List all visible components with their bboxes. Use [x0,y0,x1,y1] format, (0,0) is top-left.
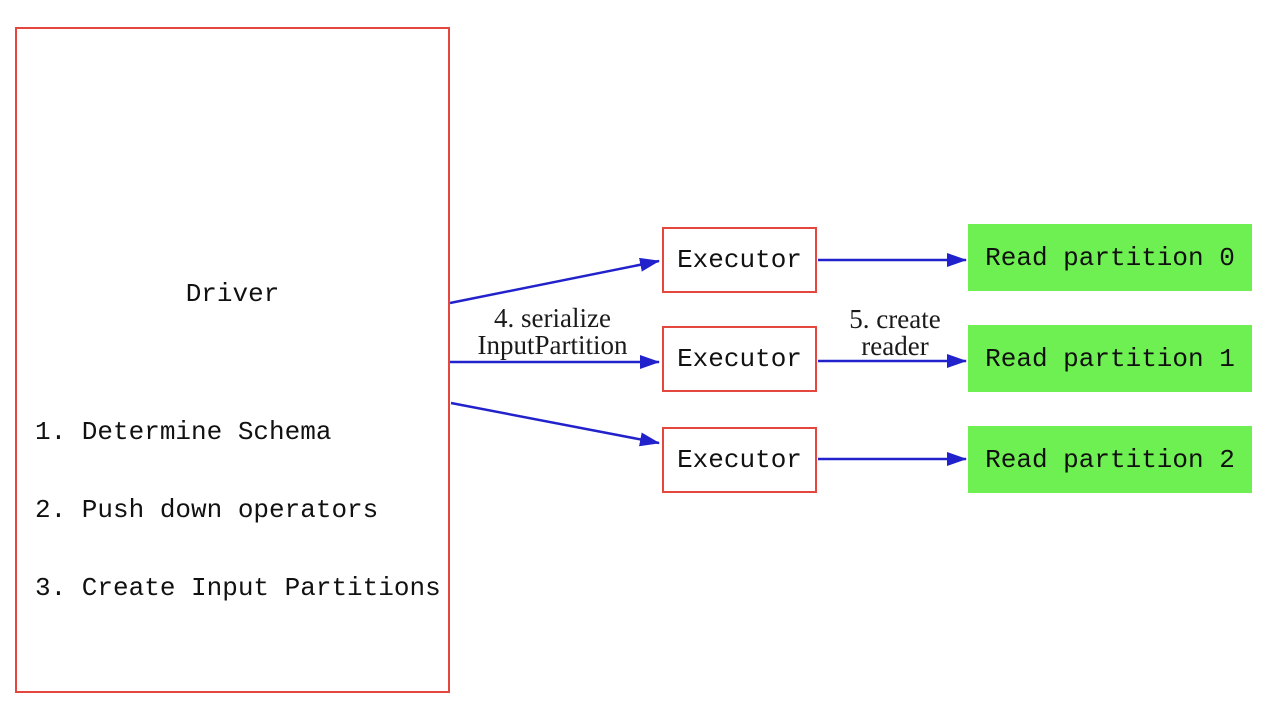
driver-steps: 1. Determine Schema 2. Push down operato… [35,367,441,653]
read-partition-box-0: Read partition 0 [968,224,1252,291]
edge-label-create-reader-line1: 5. create [849,304,941,334]
read-partition-box-2: Read partition 2 [968,426,1252,493]
edge-label-serialize-inputpartition: 4. serialize InputPartition [455,305,650,359]
driver-step-1: 1. Determine Schema [35,417,332,447]
driver-step-2: 2. Push down operators [35,495,379,525]
executor-box-0: Executor [662,227,817,293]
edge-label-serialize-line1: 4. serialize [494,303,611,333]
edge-label-create-reader-line2: reader [861,331,929,361]
driver-box: Driver 1. Determine Schema 2. Push down … [15,27,450,693]
edge-label-create-reader: 5. create reader [820,306,970,360]
executor-box-2: Executor [662,427,817,493]
arrow-driver-to-executor-0 [449,257,660,305]
driver-step-3: 3. Create Input Partitions [35,573,441,603]
edge-label-serialize-line2: InputPartition [477,330,628,360]
executor-box-1: Executor [662,326,817,392]
read-partition-box-1: Read partition 1 [968,325,1252,392]
driver-title: Driver [185,279,280,309]
arrow-driver-to-executor-2 [450,401,660,447]
